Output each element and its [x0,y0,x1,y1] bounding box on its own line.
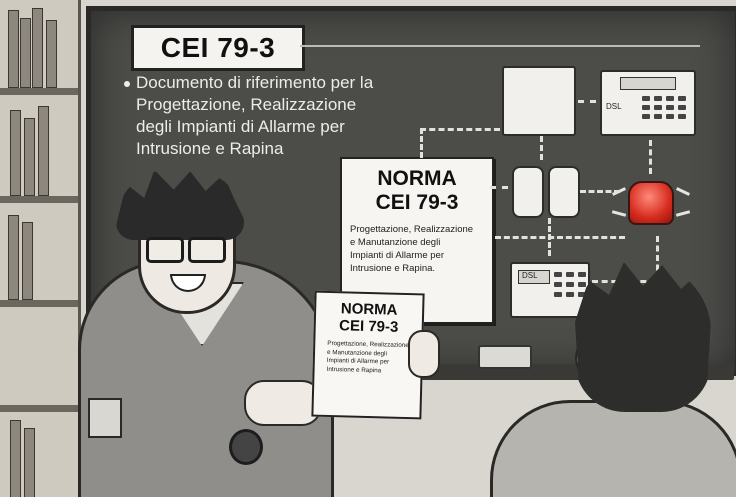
shelf-plank [0,405,78,412]
connector-line [420,128,423,158]
connector-line [495,236,625,239]
pointing-hand [244,380,322,426]
connector-line [490,186,508,189]
book [24,118,35,196]
book [32,8,43,88]
shelf-plank [0,300,78,307]
poster-heading-2: CEI 79-3 [375,191,459,214]
bullet-line-3: degli Impianti di Allarme per [136,117,345,136]
eraser [478,345,532,369]
glasses-icon [146,237,226,263]
connector-line [420,128,500,131]
poster-line-4: Intrusione e Rapina. [350,263,436,274]
book [46,20,57,88]
held-line-4: Intrusione e Rapina [326,365,382,375]
poster-heading-1: NORMA [377,167,457,190]
siren-icon [628,181,674,225]
connector-line [656,236,659,280]
board-bullet: Documento di riferimento per la Progetta… [124,72,454,160]
shelf-plank [0,196,78,203]
panel-brand-label: DSL [606,102,622,111]
book [10,110,21,196]
keypad-patch-icon [88,398,122,438]
wristwatch-icon [229,429,263,465]
held-body: Progettazione, Realizzazione e Manutanzi… [314,334,421,377]
book [8,215,19,300]
connector-line [580,190,620,193]
motion-sensor-icon [512,166,544,218]
bullet-line-4: Intrusione e Rapina [136,139,284,158]
panel-display [620,77,676,90]
keypad-brand-label: DSL [522,271,538,280]
shelf-plank [0,88,78,95]
bookshelf [0,0,81,497]
connector-line [540,136,543,160]
title-underline [300,45,700,47]
book [10,420,21,497]
listener-jacket [490,400,736,497]
poster-line-3: Impianti di Allarme per [350,250,444,261]
control-panel-icon: DSL [600,70,696,136]
keypad-icon: DSL [510,262,590,318]
bullet-line-1: Documento di riferimento per la [136,73,374,92]
book [8,10,19,88]
listener-hair [575,262,711,412]
board-title-box: CEI 79-3 [131,25,305,71]
bullet-line-2: Progettazione, Realizzazione [136,95,357,114]
bullet-dot [124,80,130,87]
poster-line-2: e Manutanzione degli [350,237,441,248]
book [20,18,31,88]
holding-hand [408,330,440,378]
connector-line [649,140,652,174]
book [38,106,49,196]
poster-body: Progettazione, Realizzazione e Manutanzi… [342,215,492,275]
connector-line [548,218,551,256]
control-unit-box-icon [502,66,576,136]
connector-line [578,100,596,103]
keypad-display: DSL [518,270,550,284]
book [24,428,35,497]
motion-sensor-icon [548,166,580,218]
board-title: CEI 79-3 [160,32,276,63]
poster-line-1: Progettazione, Realizzazione [350,224,474,235]
book [22,222,33,300]
